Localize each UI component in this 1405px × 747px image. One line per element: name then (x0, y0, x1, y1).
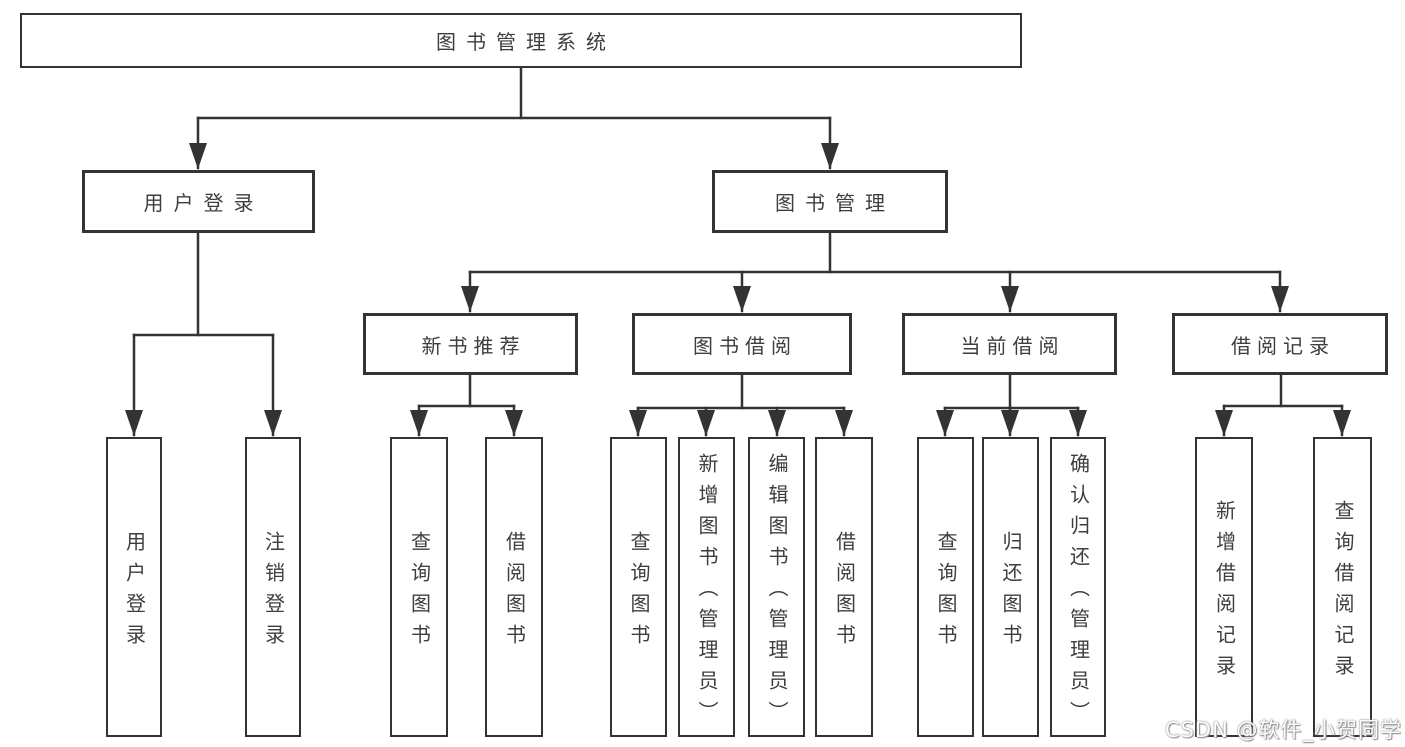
leaf-borrow-edit-books-admin: 编辑图书（管理员） (748, 437, 805, 737)
node-book-borrow: 图书借阅 (632, 313, 852, 375)
leaf-logout: 注销登录 (245, 437, 301, 737)
node-label: 用户登录 (143, 191, 264, 215)
node-label: 查询图书 (627, 530, 651, 655)
node-label: 当前借阅 (960, 333, 1065, 358)
node-label: 新书推荐 (421, 333, 526, 358)
leaf-borrow-query-books: 查询图书 (610, 437, 667, 737)
leaf-records-add-record: 新增借阅记录 (1195, 437, 1253, 737)
node-label: 借阅图书 (832, 530, 857, 655)
node-book-management: 图书管理 (712, 170, 948, 233)
leaf-borrow-add-books-admin: 新增图书（管理员） (678, 437, 735, 737)
node-label: 编辑图书（管理员） (765, 453, 789, 732)
leaf-newbook-borrow-books: 借阅图书 (485, 437, 543, 737)
node-label: 用户登录 (122, 530, 147, 655)
node-label: 查询图书 (934, 530, 958, 655)
node-library-system: 图书管理系统 (20, 13, 1022, 68)
leaf-user-login: 用户登录 (106, 437, 162, 737)
node-label: 查询借阅记录 (1331, 499, 1355, 686)
node-borrow-records: 借阅记录 (1172, 313, 1388, 375)
node-label: 新增图书（管理员） (695, 453, 719, 732)
node-new-book-recommend: 新书推荐 (363, 313, 578, 375)
node-current-borrow: 当前借阅 (902, 313, 1117, 375)
leaf-borrow-borrow-books: 借阅图书 (815, 437, 873, 737)
node-label: 借阅记录 (1231, 333, 1335, 358)
node-label: 归还图书 (999, 530, 1023, 655)
node-label: 图书借阅 (693, 333, 797, 358)
node-label: 新增借阅记录 (1212, 499, 1237, 686)
leaf-current-query-books: 查询图书 (917, 437, 974, 737)
node-label: 确认归还（管理员） (1066, 453, 1091, 732)
leaf-newbook-query-books: 查询图书 (390, 437, 448, 737)
node-label: 注销登录 (261, 530, 286, 655)
node-label: 查询图书 (407, 530, 432, 655)
node-label: 图书管理 (775, 191, 895, 215)
node-user-login: 用户登录 (82, 170, 315, 233)
leaf-records-query-record: 查询借阅记录 (1313, 437, 1372, 737)
leaf-current-confirm-return-admin: 确认归还（管理员） (1050, 437, 1106, 737)
leaf-current-return-books: 归还图书 (982, 437, 1039, 737)
node-label: 借阅图书 (502, 530, 527, 655)
node-label: 图书管理系统 (436, 30, 616, 54)
csdn-watermark: CSDN @软件_小贺同学 (1164, 718, 1402, 742)
